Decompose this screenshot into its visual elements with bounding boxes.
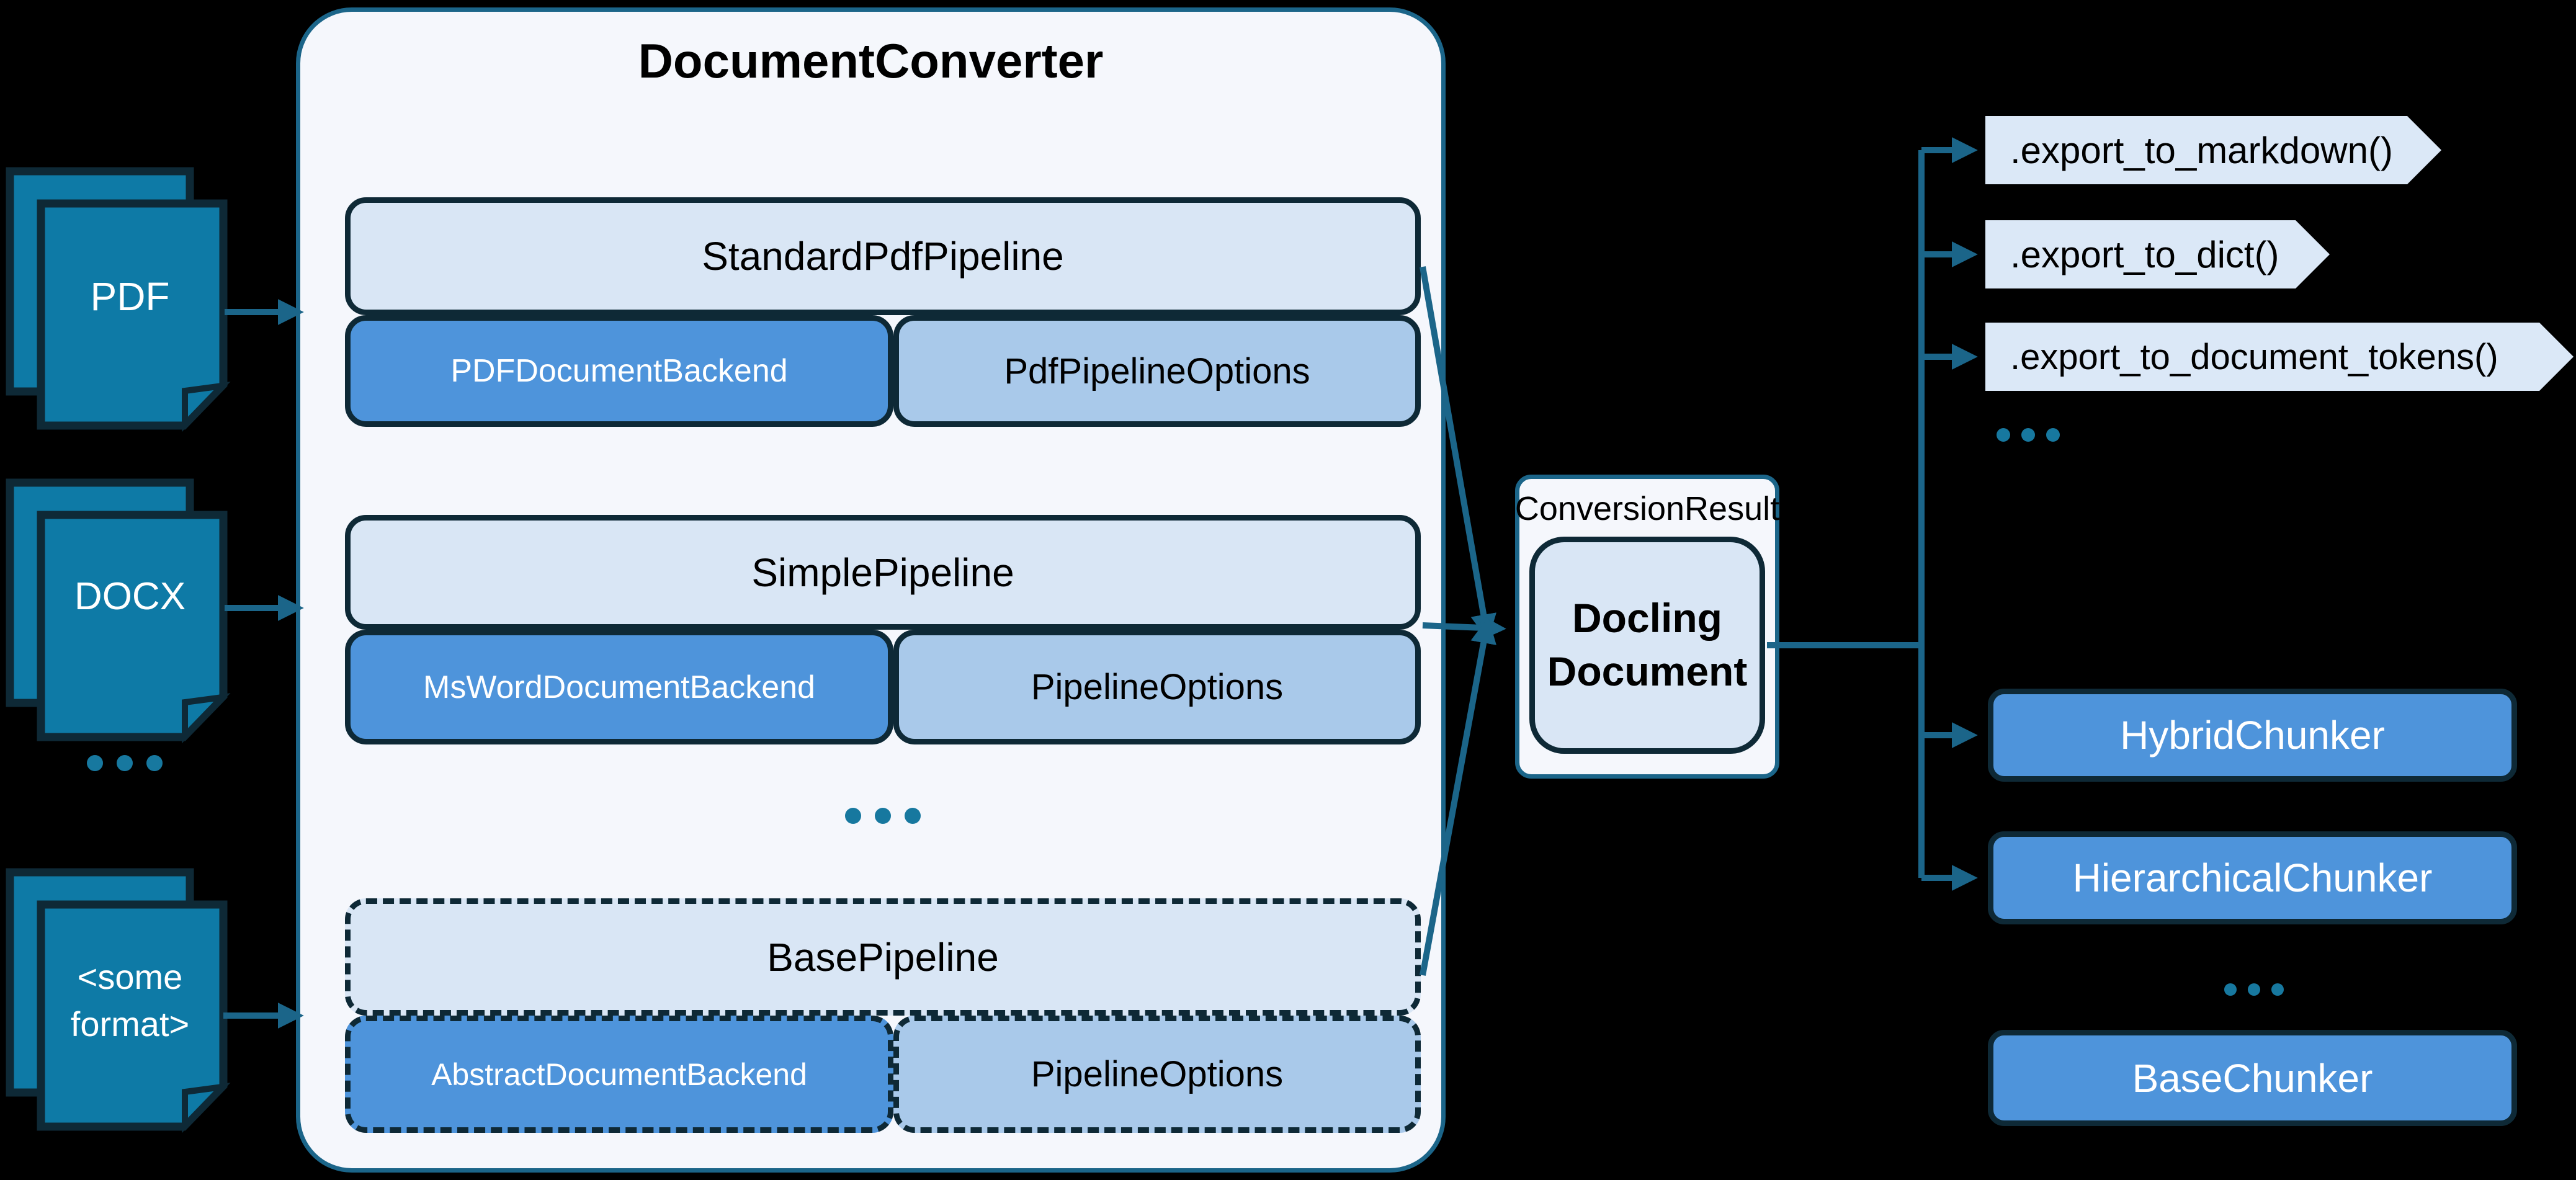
hybrid-chunker-box: HybridChunker [1988,689,2517,782]
docx-document-icon [6,478,231,744]
dot [117,755,133,771]
export-to-dict-chevron: .export_to_dict() [1985,220,2330,288]
dot [2271,983,2284,996]
pdf-document-backend-box: PDFDocumentBackend [345,315,893,427]
dot [1997,428,2010,442]
base-pipeline-options-box: PipelineOptions [893,1016,1421,1133]
dot [2224,983,2237,996]
base-chunker-box: BaseChunker [1988,1030,2517,1126]
pipelines-ellipsis-dots [845,808,921,824]
sources-ellipsis-dots [87,755,163,771]
simple-pipeline-box: SimplePipeline [345,515,1421,630]
pdf-pipeline-options-box: PdfPipelineOptions [893,315,1421,427]
docx-source-label: DOCX [74,575,186,619]
some-format-line2: format> [70,1004,190,1044]
dot [2248,983,2260,996]
some-format-document-icon [6,868,231,1133]
dot [905,808,921,824]
dot [146,755,163,771]
docling-document-line1: Docling [1572,595,1722,641]
docling-document-box: Docling Document [1529,537,1765,754]
some-format-line1: <some [77,957,183,997]
dot [2021,428,2035,442]
pipeline-options-box: PipelineOptions [893,630,1421,744]
dot [87,755,103,771]
export-to-document-tokens-chevron: .export_to_document_tokens() [1985,323,2574,391]
docling-document-line2: Document [1547,648,1748,694]
dot [845,808,861,824]
export-to-markdown-chevron: .export_to_markdown() [1985,116,2441,184]
dot [875,808,891,824]
pdf-source-label: PDF [90,274,170,319]
pdf-document-icon [6,167,231,432]
msword-document-backend-box: MsWordDocumentBackend [345,630,893,744]
standard-pdf-pipeline-box: StandardPdfPipeline [345,197,1421,315]
chunkers-ellipsis-dots [2224,983,2284,996]
abstract-document-backend-box: AbstractDocumentBackend [345,1016,893,1133]
document-converter-title: DocumentConverter [638,33,1104,88]
dot [2046,428,2060,442]
hierarchical-chunker-box: HierarchicalChunker [1988,831,2517,924]
exports-ellipsis-dots [1997,428,2060,442]
some-format-source-label: <some format> [38,929,221,1072]
base-pipeline-box: BasePipeline [345,898,1421,1016]
conversion-result-label: ConversionResult [1514,490,1780,527]
